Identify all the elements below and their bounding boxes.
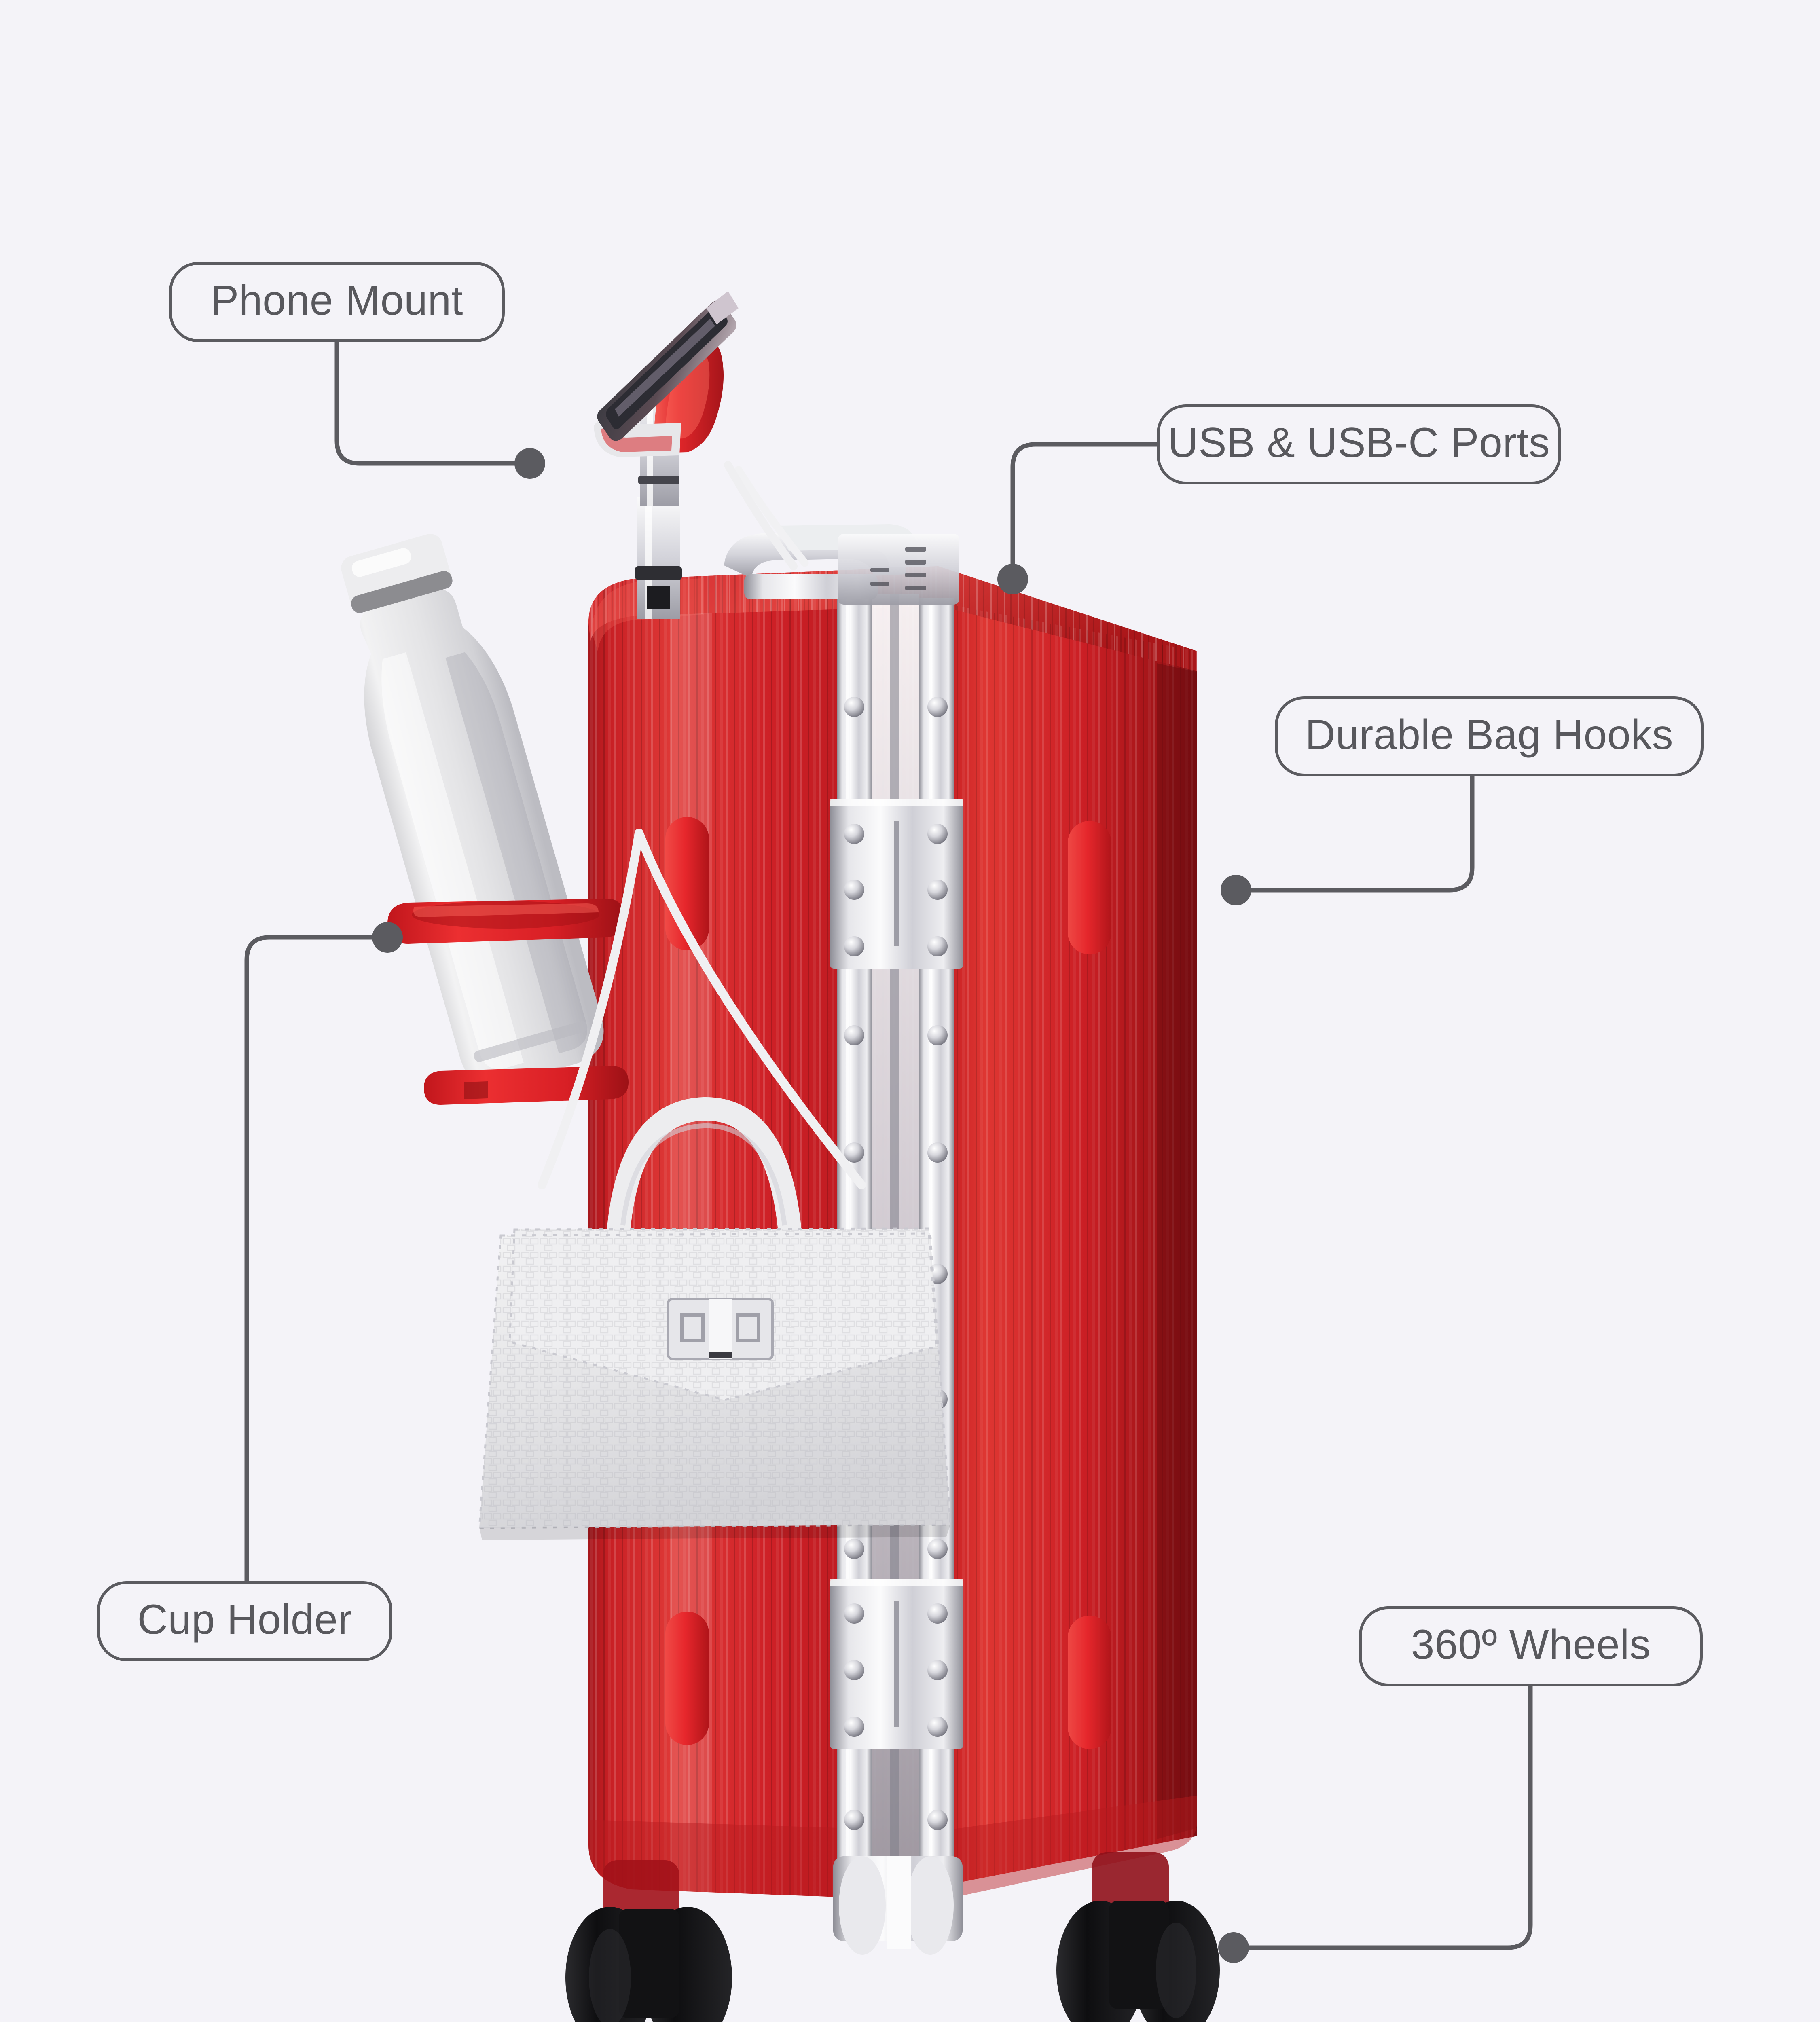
wheel-rear — [1056, 1852, 1220, 2022]
callout-label-text: Cup Holder — [137, 1596, 352, 1643]
callout-label-phone-mount[interactable]: Phone Mount — [169, 262, 505, 342]
phone — [597, 291, 739, 441]
connector-bag-hooks — [1221, 776, 1475, 905]
callout-label-usb-ports[interactable]: USB & USB-C Ports — [1157, 404, 1561, 484]
callout-label-text: Phone Mount — [210, 277, 463, 324]
water-bottle — [341, 534, 604, 1086]
hinge-block-upper — [830, 799, 963, 969]
callout-label-text: USB & USB-C Ports — [1168, 419, 1550, 466]
connector-wheels — [1218, 1686, 1533, 1963]
callout-label-text: Durable Bag Hooks — [1305, 711, 1674, 758]
callout-label-text: 360º Wheels — [1411, 1621, 1651, 1668]
callout-label-wheels[interactable]: 360º Wheels — [1359, 1606, 1703, 1686]
top-handle-assembly — [724, 466, 959, 605]
connector-phone-mount — [334, 342, 545, 479]
phone-mount-assembly — [594, 291, 798, 619]
callout-label-bag-hooks[interactable]: Durable Bag Hooks — [1275, 696, 1704, 776]
connector-cup-holder — [244, 922, 403, 1581]
bag-hooks — [665, 817, 1111, 1749]
wheels — [565, 1852, 1220, 2022]
wheel-front — [565, 1860, 732, 2022]
rail-foot — [833, 1856, 963, 1955]
hinge-block-lower — [830, 1579, 963, 1749]
connector-usb-ports — [997, 442, 1157, 594]
handbag — [478, 829, 952, 1540]
callout-label-cup-holder[interactable]: Cup Holder — [97, 1581, 392, 1661]
turn-lock-clasp — [667, 1298, 774, 1360]
